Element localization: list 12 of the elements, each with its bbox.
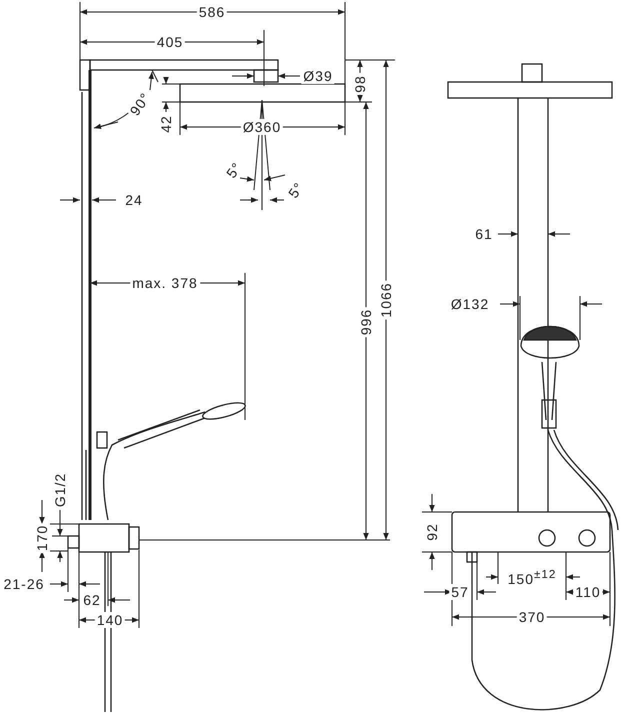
dimension-label: Ø39 — [301, 68, 335, 84]
dimension-label: 98 — [352, 73, 368, 95]
dimension-label: 586 — [196, 4, 228, 20]
dimension-label: 110 — [573, 584, 603, 600]
dimension-label: 996 — [358, 306, 374, 338]
dimension-label: 1066 — [378, 280, 394, 320]
dimension-label: max. 378 — [130, 275, 200, 291]
dimension-label: 405 — [154, 34, 186, 50]
dimension-label: 140 — [94, 612, 126, 628]
dimension-label: 170 — [34, 522, 50, 554]
dimension-label: 370 — [516, 609, 548, 625]
dimension-label: Ø360 — [240, 119, 284, 135]
